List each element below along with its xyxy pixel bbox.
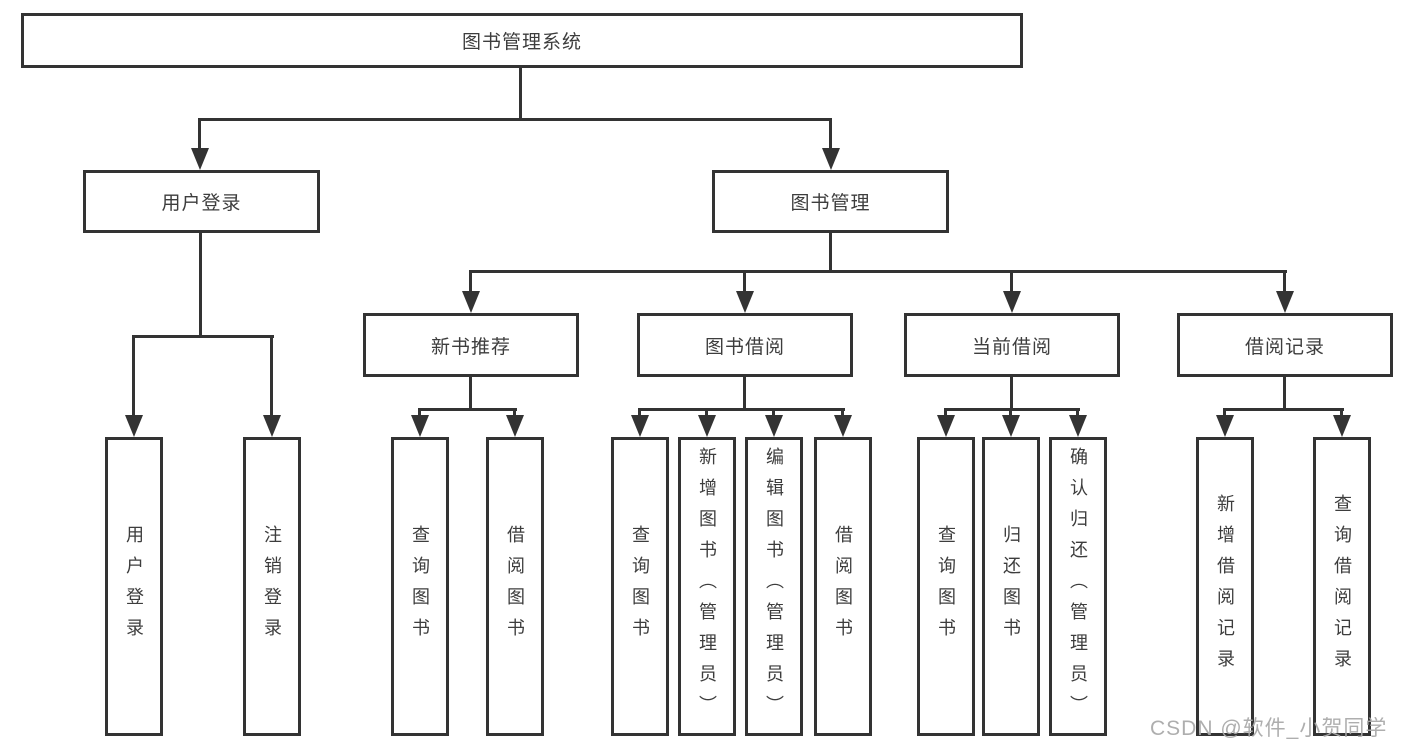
leaf-logout: 注销登录 xyxy=(243,437,301,736)
connector-line xyxy=(513,408,516,417)
connector-line xyxy=(638,408,845,411)
connector-line xyxy=(198,118,832,121)
node-book-management: 图书管理 xyxy=(712,170,949,233)
leaf-confirm-return-admin: 确认归还（管理员） xyxy=(1049,437,1107,736)
connector-line xyxy=(519,68,522,120)
watermark: CSDN @软件_小贺同学 xyxy=(1150,717,1388,740)
connector-line xyxy=(132,335,135,417)
arrow-down-icon xyxy=(834,415,852,437)
connector-line xyxy=(772,408,775,417)
leaf-borrow-books: 借阅图书 xyxy=(814,437,872,736)
connector-line xyxy=(1283,377,1286,410)
connector-line xyxy=(841,408,844,417)
leaf-add-borrow-record: 新增借阅记录 xyxy=(1196,437,1254,736)
connector-line xyxy=(418,408,421,417)
arrow-down-icon xyxy=(937,415,955,437)
leaf-query-books-borrowing: 查询图书 xyxy=(611,437,669,736)
arrow-down-icon xyxy=(1333,415,1351,437)
arrow-down-icon xyxy=(822,148,840,170)
connector-line xyxy=(944,408,1080,411)
node-current-borrowing: 当前借阅 xyxy=(904,313,1120,377)
arrow-down-icon xyxy=(462,291,480,313)
leaf-edit-book-admin: 编辑图书（管理员） xyxy=(745,437,803,736)
arrow-down-icon xyxy=(1003,291,1021,313)
connector-line xyxy=(743,377,746,410)
arrow-down-icon xyxy=(765,415,783,437)
connector-line xyxy=(705,408,708,417)
arrow-down-icon xyxy=(411,415,429,437)
node-book-borrowing: 图书借阅 xyxy=(637,313,853,377)
leaf-user-login: 用户登录 xyxy=(105,437,163,736)
leaf-query-books-current: 查询图书 xyxy=(917,437,975,736)
connector-line xyxy=(944,408,947,417)
arrow-down-icon xyxy=(736,291,754,313)
leaf-return-book: 归还图书 xyxy=(982,437,1040,736)
node-new-book-recommend: 新书推荐 xyxy=(363,313,579,377)
arrow-down-icon xyxy=(631,415,649,437)
connector-line xyxy=(469,270,1287,273)
arrow-down-icon xyxy=(191,148,209,170)
arrow-down-icon xyxy=(506,415,524,437)
connector-line xyxy=(1223,408,1344,411)
arrow-down-icon xyxy=(698,415,716,437)
connector-line xyxy=(743,270,746,294)
connector-line xyxy=(469,377,472,410)
arrow-down-icon xyxy=(263,415,281,437)
connector-line xyxy=(1076,408,1079,417)
leaf-query-books-recommend: 查询图书 xyxy=(391,437,449,736)
leaf-add-book-admin: 新增图书（管理员） xyxy=(678,437,736,736)
connector-line xyxy=(132,335,274,338)
arrow-down-icon xyxy=(1216,415,1234,437)
node-library-management-system: 图书管理系统 xyxy=(21,13,1023,68)
connector-line xyxy=(1340,408,1343,417)
connector-line xyxy=(199,233,202,337)
connector-line xyxy=(418,408,517,411)
connector-line xyxy=(198,118,201,151)
leaf-borrow-books-recommend: 借阅图书 xyxy=(486,437,544,736)
connector-line xyxy=(1010,270,1013,294)
leaf-query-borrow-record: 查询借阅记录 xyxy=(1313,437,1371,736)
arrow-down-icon xyxy=(1276,291,1294,313)
connector-line xyxy=(1010,377,1013,410)
connector-line xyxy=(1009,408,1012,417)
connector-line xyxy=(829,233,832,273)
connector-line xyxy=(829,118,832,151)
arrow-down-icon xyxy=(1002,415,1020,437)
arrow-down-icon xyxy=(125,415,143,437)
connector-line xyxy=(1283,270,1286,294)
node-borrowing-records: 借阅记录 xyxy=(1177,313,1393,377)
connector-line xyxy=(469,270,472,294)
connector-line xyxy=(270,335,273,417)
arrow-down-icon xyxy=(1069,415,1087,437)
connector-line xyxy=(638,408,641,417)
node-user-login: 用户登录 xyxy=(83,170,320,233)
connector-line xyxy=(1223,408,1226,417)
